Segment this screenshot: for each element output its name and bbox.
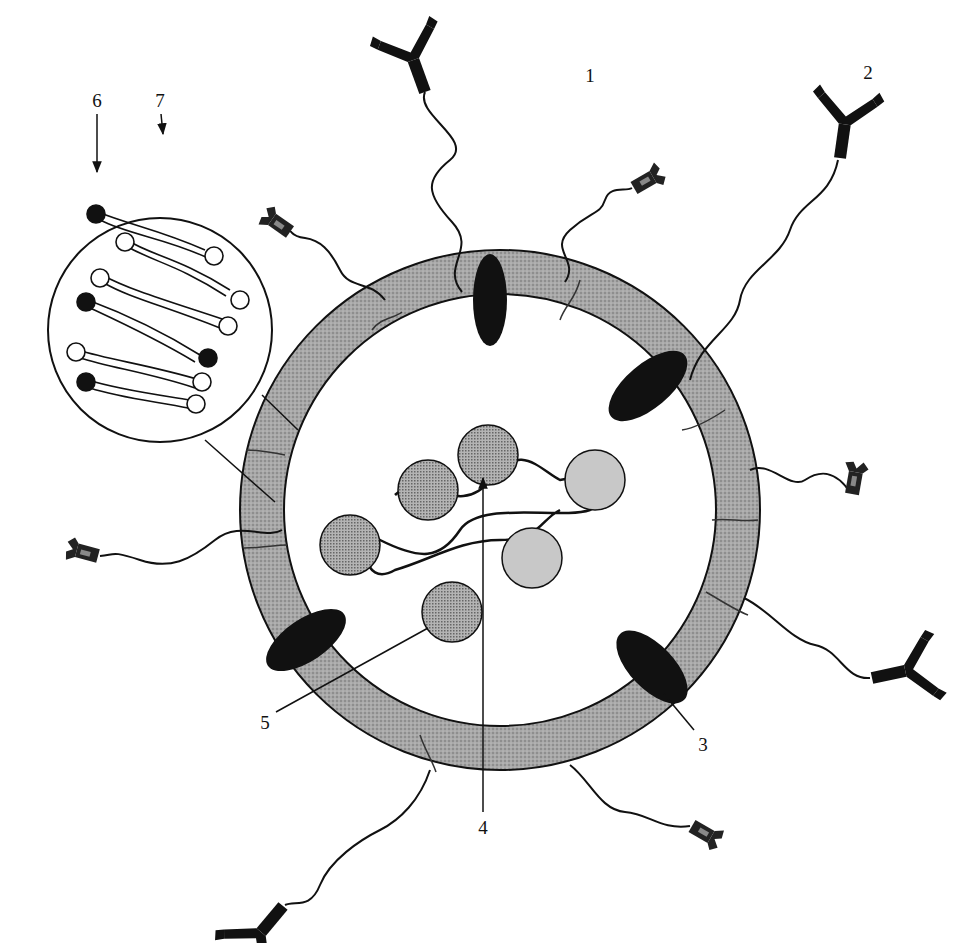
inset-leader [205,440,275,502]
leader-line [97,114,694,812]
callout-number: 5 [258,712,272,733]
callout-number: 1 [583,65,597,86]
callout-number: 6 [90,90,104,111]
phospholipid-tails [78,212,230,408]
lipid-bilayer [262,272,738,748]
encapsulated-particle [320,425,625,642]
membrane-protein [256,254,700,715]
membrane-segments [244,280,758,772]
phospholipid-head [67,205,249,413]
callout-number: 7 [153,90,167,111]
bilayer-inner-edge [284,294,716,726]
inset-leader [262,395,298,430]
callout-number: 4 [476,817,490,838]
magnified-inset [48,218,272,442]
callout-number: 3 [696,734,710,755]
callout-number: 2 [861,62,875,83]
peg-tether [100,92,870,905]
bilayer-outer-edge [240,250,760,770]
